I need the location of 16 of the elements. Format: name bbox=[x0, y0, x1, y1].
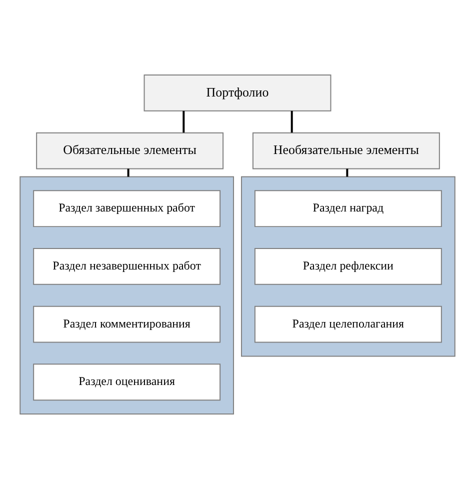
cluster bbox=[241, 176, 456, 356]
connector bbox=[182, 110, 185, 132]
node-box: Раздел рефлексии bbox=[254, 248, 442, 284]
node-box: Раздел незавершенных работ bbox=[33, 248, 221, 284]
node-box: Обязательные элементы bbox=[36, 132, 224, 169]
node-box: Раздел комментирования bbox=[33, 305, 221, 342]
node-box: Раздел завершенных работ bbox=[33, 190, 221, 227]
connector bbox=[290, 110, 293, 132]
node-box: Раздел оценивания bbox=[33, 363, 221, 400]
connector bbox=[346, 168, 348, 176]
node-box: Раздел целеполагания bbox=[254, 305, 442, 342]
node-box: Раздел наград bbox=[254, 190, 442, 227]
node-box: Портфолио bbox=[144, 74, 332, 111]
node-box: Необязательные элементы bbox=[252, 132, 440, 169]
cluster bbox=[20, 176, 234, 414]
connector bbox=[127, 168, 130, 176]
